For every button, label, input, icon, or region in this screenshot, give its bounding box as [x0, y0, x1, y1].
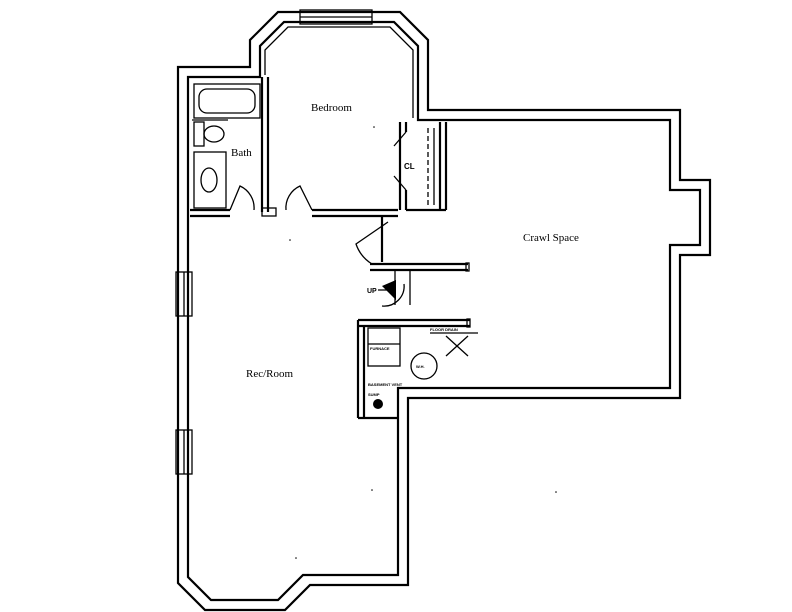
- mechanical-equipment: [367, 327, 478, 409]
- water-heater-label: W.H.: [416, 364, 425, 369]
- vanity: [193, 151, 227, 209]
- stair-door: [355, 221, 389, 265]
- doors: [229, 185, 389, 265]
- floor-drain-label: FLOOR DRAIN: [430, 327, 458, 332]
- sump-label: SUMP: [368, 392, 380, 397]
- room-label-crawl-space: Crawl Space: [523, 232, 579, 244]
- bedroom-wall-liner: [264, 26, 414, 118]
- stair-up-label: UP: [367, 288, 377, 295]
- sump-pit: [373, 399, 383, 409]
- furnace-label: FURNACE: [370, 346, 390, 351]
- room-label-bedroom: Bedroom: [311, 102, 352, 114]
- interior-walls: [190, 77, 471, 420]
- sink: [200, 167, 218, 193]
- bath-door: [229, 185, 255, 211]
- water-heater: [410, 352, 438, 380]
- bathtub: [193, 83, 261, 119]
- bath-fixtures: [193, 83, 261, 209]
- room-label-rec-room: Rec/Room: [246, 368, 293, 380]
- furnace-unit: [367, 327, 401, 367]
- exterior-wall-inner: [186, 20, 702, 602]
- basement-vent-label: BASEMENT VENT: [368, 382, 403, 387]
- bedroom-door: [285, 185, 313, 211]
- room-label-bath: Bath: [231, 147, 252, 159]
- toilet-bowl: [203, 125, 225, 143]
- exterior-wall-outer: [176, 10, 712, 612]
- stairs: [378, 280, 405, 307]
- plan-marks: [289, 126, 557, 559]
- toilet-tank: [193, 121, 205, 147]
- exterior-walls: [175, 9, 712, 612]
- room-label-closet: CL: [404, 162, 415, 171]
